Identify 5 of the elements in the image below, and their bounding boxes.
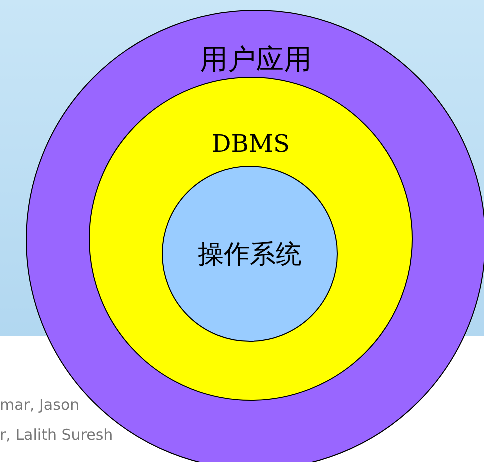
layer-label: 用户应用 xyxy=(199,42,313,78)
layer-label: 操作系统 xyxy=(197,239,303,272)
layer-label: DBMS xyxy=(211,130,291,158)
background-text: mar, Jason xyxy=(0,396,80,414)
background-text: r, Lalith Suresh xyxy=(0,426,114,444)
